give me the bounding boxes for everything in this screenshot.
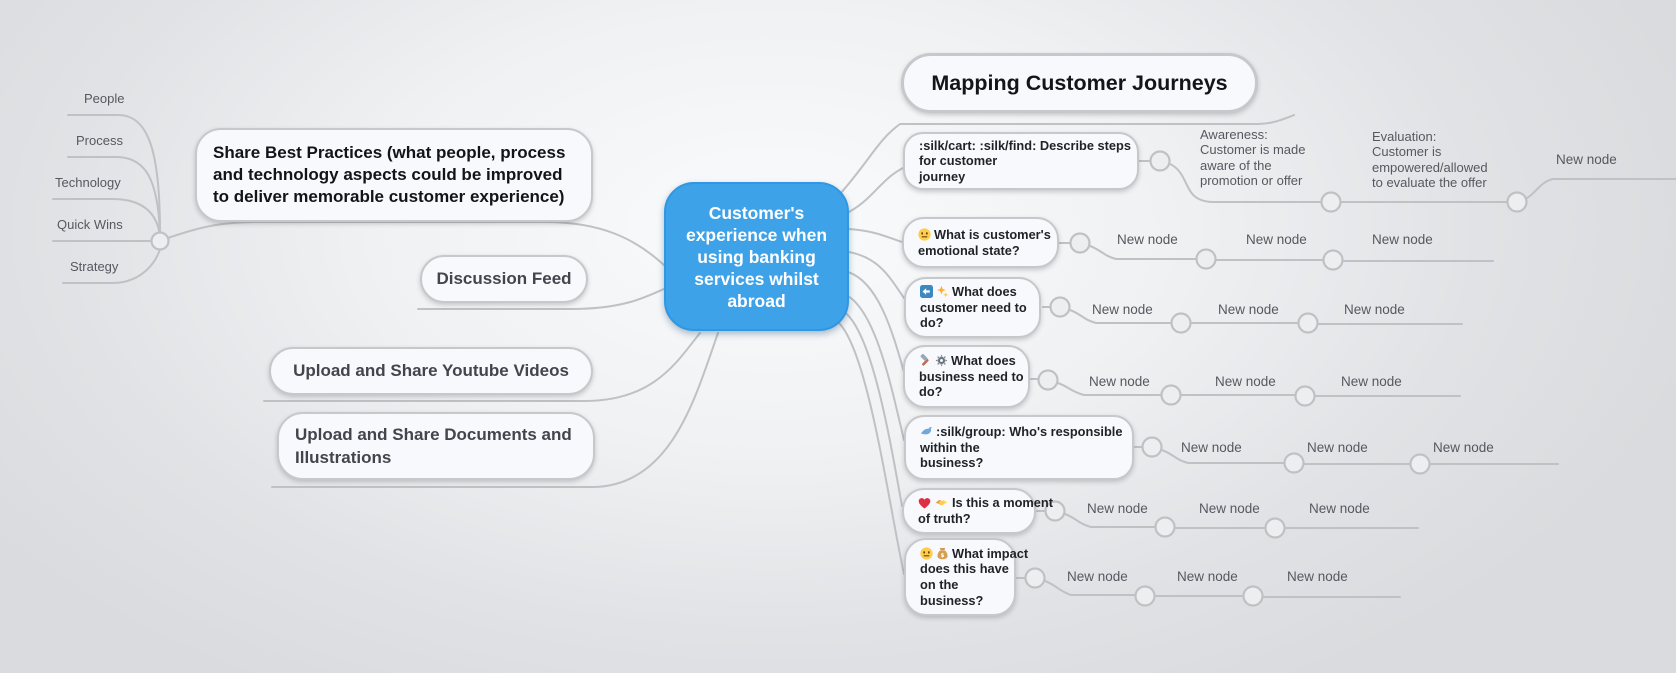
collapse-handle[interactable]	[1141, 436, 1163, 458]
node-people[interactable]: People	[84, 91, 125, 106]
node-new-node[interactable]: New node	[1218, 302, 1279, 317]
branch-line	[842, 310, 903, 507]
node-technology[interactable]: Technology	[55, 175, 121, 190]
neutral-face-icon	[920, 547, 933, 560]
branch-line	[52, 198, 161, 237]
collapse-handle[interactable]	[1297, 312, 1319, 334]
node-new-node[interactable]: New node	[1199, 501, 1260, 516]
collapse-handle[interactable]	[150, 231, 170, 251]
node-discussion-feed[interactable]: Discussion Feed	[420, 255, 588, 303]
collapse-handle[interactable]	[1320, 191, 1342, 213]
node-whos-responsible[interactable]: :silk/group: Who's responsible within th…	[904, 415, 1134, 480]
branch-line	[837, 321, 905, 575]
collapse-handle[interactable]	[1195, 248, 1217, 270]
svg-text:$: $	[941, 553, 945, 559]
node-customer-need[interactable]: What does customer need to do?	[904, 277, 1041, 338]
collapse-handle[interactable]	[1037, 369, 1059, 391]
collapse-handle[interactable]	[1069, 232, 1091, 254]
branch-line	[1057, 382, 1162, 396]
dove-icon	[920, 425, 933, 438]
collapse-handle[interactable]	[1409, 453, 1431, 475]
collapse-handle[interactable]	[1506, 191, 1528, 213]
node-new-node[interactable]: New node	[1309, 501, 1370, 516]
node-new-node[interactable]: New node	[1246, 232, 1307, 247]
money-bag-icon: $	[936, 547, 949, 560]
collapse-handle[interactable]	[1154, 516, 1176, 538]
node-new-node[interactable]: New node	[1556, 152, 1617, 167]
node-emotional-state[interactable]: What is customer's emotional state?	[902, 217, 1059, 268]
node-new-node[interactable]: New node	[1117, 232, 1178, 247]
collapse-handle[interactable]	[1160, 384, 1182, 406]
node-new-node[interactable]: New node	[1341, 374, 1402, 389]
node-new-node[interactable]: New node	[1215, 374, 1276, 389]
node-impact-on-business[interactable]: $ What impact does this have on the busi…	[904, 538, 1028, 616]
node-business-need[interactable]: What does business need to do?	[903, 345, 1030, 408]
branch-line	[417, 287, 667, 310]
hammer-icon	[919, 354, 932, 367]
neutral-face-icon	[918, 228, 931, 241]
node-new-node[interactable]: New node	[1089, 374, 1150, 389]
collapse-handle[interactable]	[1264, 517, 1286, 539]
node-strategy[interactable]: Strategy	[70, 259, 119, 274]
branch-line	[1089, 245, 1197, 260]
node-describe-steps[interactable]: :silk/cart: :silk/find: Describe steps f…	[903, 132, 1139, 190]
collapse-handle[interactable]	[1242, 585, 1264, 607]
sparkles-icon	[936, 285, 949, 298]
node-new-node[interactable]: New node	[1087, 501, 1148, 516]
left-arrow-icon	[920, 285, 933, 299]
branch-line	[1069, 309, 1172, 324]
node-new-node[interactable]: New node	[1067, 569, 1128, 584]
node-share-best-practices[interactable]: Share Best Practices (what people, proce…	[195, 128, 593, 222]
collapse-handle[interactable]	[1024, 567, 1046, 589]
node-new-node[interactable]: New node	[1287, 569, 1348, 584]
branch-line	[263, 332, 701, 402]
node-upload-youtube-videos[interactable]: Upload and Share Youtube Videos	[269, 347, 593, 395]
collapse-handle[interactable]	[1283, 452, 1305, 474]
branch-line	[845, 294, 905, 441]
node-new-node[interactable]: New node	[1181, 440, 1242, 455]
node-moment-of-truth[interactable]: Is this a moment of truth?	[902, 488, 1053, 534]
branch-line	[839, 114, 1295, 195]
branch-line	[848, 167, 904, 213]
branch-line	[1526, 178, 1676, 199]
branch-line	[62, 248, 161, 284]
red-heart-icon	[918, 497, 931, 510]
node-evaluation[interactable]: Evaluation: Customer is empowered/allowe…	[1372, 129, 1488, 191]
branch-line	[1161, 449, 1285, 464]
node-new-node[interactable]: New node	[1344, 302, 1405, 317]
branch-line	[271, 332, 719, 488]
node-mapping-customer-journeys[interactable]: Mapping Customer Journeys	[901, 53, 1258, 113]
node-upload-documents[interactable]: Upload and Share Documents and Illustrat…	[277, 412, 595, 480]
collapse-handle[interactable]	[1322, 249, 1344, 271]
node-new-node[interactable]: New node	[1372, 232, 1433, 247]
collapse-handle[interactable]	[1170, 312, 1192, 334]
node-new-node[interactable]: New node	[1433, 440, 1494, 455]
branch-line	[67, 156, 161, 235]
branch-line	[848, 228, 903, 243]
collapse-handle[interactable]	[1134, 585, 1156, 607]
node-new-node[interactable]: New node	[1177, 569, 1238, 584]
collapse-handle[interactable]	[1149, 150, 1171, 172]
collapse-handle[interactable]	[1049, 296, 1071, 318]
branch-line	[1064, 513, 1156, 528]
handshake-icon	[934, 497, 949, 510]
gear-icon	[935, 354, 948, 367]
branch-line	[847, 271, 905, 373]
node-central-topic[interactable]: Customer's experience when using banking…	[664, 182, 849, 331]
node-process[interactable]: Process	[76, 133, 123, 148]
node-new-node[interactable]: New node	[1092, 302, 1153, 317]
branch-line	[67, 114, 161, 234]
branch-line	[1169, 163, 1322, 203]
node-quick-wins[interactable]: Quick Wins	[57, 217, 123, 232]
branch-line	[848, 251, 905, 299]
branch-line	[167, 221, 666, 267]
node-awareness[interactable]: Awareness: Customer is made aware of the…	[1200, 127, 1306, 189]
collapse-handle[interactable]	[1044, 500, 1066, 522]
branch-line	[1044, 580, 1136, 596]
node-new-node[interactable]: New node	[1307, 440, 1368, 455]
collapse-handle[interactable]	[1294, 385, 1316, 407]
